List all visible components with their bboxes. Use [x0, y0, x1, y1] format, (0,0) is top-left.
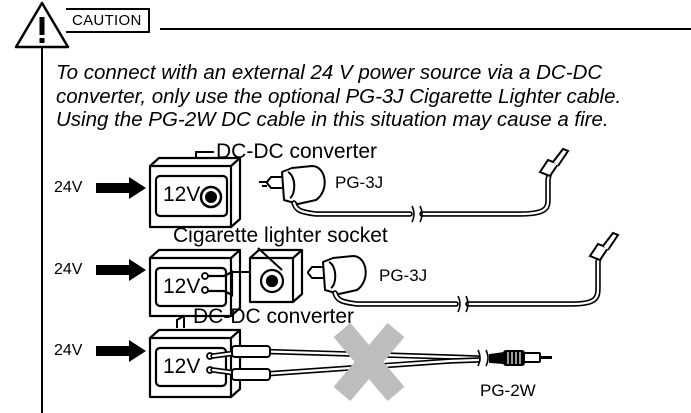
row2-cable-label: PG-3J [379, 266, 428, 285]
row1-cable-tip-icon [538, 147, 570, 178]
socket-label-leader [257, 247, 283, 271]
row3-arrow-icon [96, 340, 146, 362]
row3-ferrite-icon [231, 345, 271, 381]
row1-output-jack-icon [199, 185, 223, 209]
row3-cable-label: PG-2W [480, 381, 536, 400]
row1-cable [291, 167, 553, 217]
row1-converter-leader [195, 151, 214, 158]
row1-cable-label: PG-3J [335, 173, 384, 192]
row1-arrow-icon [96, 177, 146, 199]
row2-arrow-icon [96, 259, 146, 281]
row2-output-pins-icon [201, 270, 234, 297]
caution-line-3: Using the PG-2W DC cable in this situati… [56, 108, 609, 131]
row3-converter-face: 12V [163, 355, 201, 378]
row2-cable-tip-icon [588, 231, 620, 262]
row1-source-label: 24V [54, 179, 83, 196]
row3-cable-break [477, 349, 489, 367]
prohibited-cross-icon [333, 322, 405, 402]
caution-label: CAUTION [66, 8, 150, 33]
caution-text: To connect with an external 24 V power s… [56, 61, 686, 132]
row3-source-label: 24V [54, 342, 83, 359]
row2-converter-face: 12V [163, 275, 201, 298]
row1-converter-label: DC-DC converter [216, 140, 378, 163]
row2-plug-icon [307, 255, 367, 295]
socket-label: Cigarette lighter socket [173, 224, 388, 247]
caution-line-1: To connect with an external 24 V power s… [56, 61, 603, 84]
row2-converter-label: DC-DC converter [193, 305, 355, 328]
row2-converter-leader [176, 315, 185, 328]
row2-cable [332, 251, 603, 307]
row2-socket-icon [248, 248, 304, 304]
row1-cable-break [411, 205, 423, 223]
caution-line-2: converter, only use the optional PG-3J C… [56, 84, 622, 108]
row2-source-label: 24V [54, 261, 83, 278]
row3-dc-plug-icon [489, 350, 552, 366]
row1-converter-face: 12V [163, 183, 201, 206]
row2-cable-break [457, 295, 469, 313]
row1-plug-icon [259, 165, 326, 205]
